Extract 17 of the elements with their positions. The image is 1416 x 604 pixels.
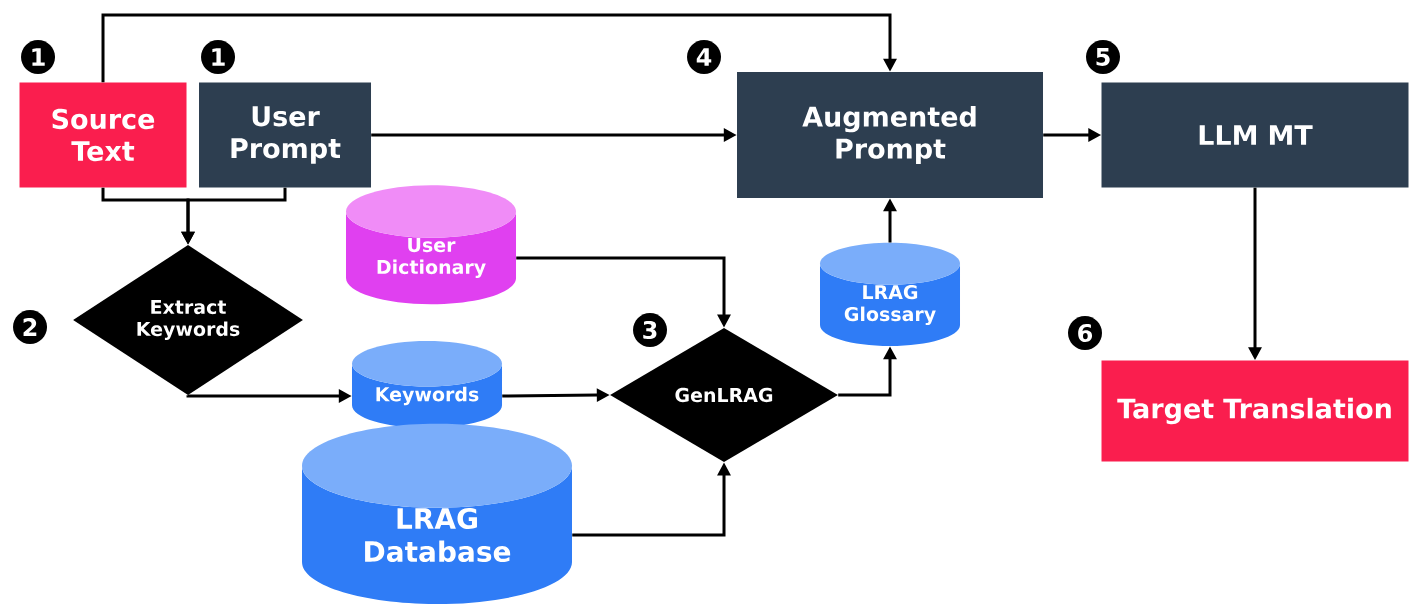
arrow: [101, 13, 897, 83]
callout-number: 3: [633, 313, 667, 347]
database-cylinder: User Dictionary: [346, 185, 516, 305]
output-box: Target Translation: [1101, 360, 1409, 462]
database-cylinder: Keywords: [352, 341, 502, 428]
callout-number: 2: [13, 310, 47, 344]
callout-number: 1: [201, 40, 235, 74]
input-box: Source Text: [19, 82, 187, 188]
input-box: User Prompt: [199, 82, 371, 188]
database-cylinder: LRAG Glossary: [820, 242, 960, 347]
callout-number: 6: [1068, 316, 1102, 350]
process-box: Augmented Prompt: [737, 72, 1043, 198]
callout-number: 5: [1086, 40, 1120, 74]
callout-number: 1: [21, 40, 55, 74]
process-box: LLM MT: [1101, 82, 1409, 188]
database-cylinder: LRAG Database: [302, 423, 572, 604]
callout-number: 4: [687, 40, 721, 74]
